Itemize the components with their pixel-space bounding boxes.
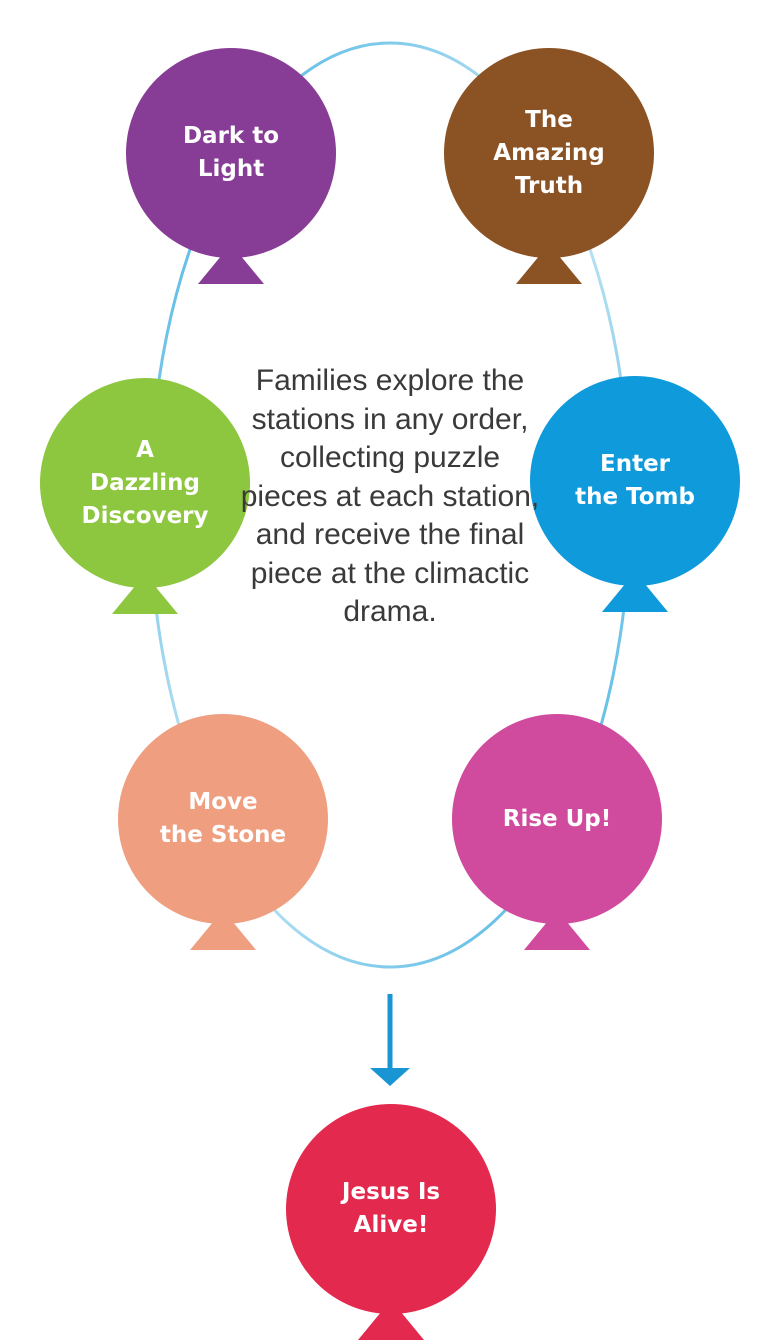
station-circle: A Dazzling Discovery xyxy=(40,378,250,588)
station-circle: Enter the Tomb xyxy=(530,376,740,586)
station-enter-the-tomb: Enter the Tomb xyxy=(530,376,740,612)
station-label: Enter the Tomb xyxy=(575,451,695,510)
balloon-knot xyxy=(524,910,590,950)
balloon-knot xyxy=(516,244,582,284)
balloon-knot xyxy=(190,910,256,950)
station-circle: Move the Stone xyxy=(118,714,328,924)
station-label: Rise Up! xyxy=(502,805,612,832)
station-move-the-stone: Move the Stone xyxy=(118,714,328,950)
station-label: Dark to Light xyxy=(182,123,280,182)
station-the-amazing-truth: The Amazing Truth xyxy=(444,48,654,284)
station-label: Move the Stone xyxy=(159,789,287,848)
station-rise-up: Rise Up! xyxy=(452,714,662,950)
station-label: The Amazing Truth xyxy=(493,106,605,199)
station-label: A Dazzling Discovery xyxy=(81,436,209,529)
station-circle: Dark to Light xyxy=(126,48,336,258)
arrow-down-icon xyxy=(370,994,410,1086)
balloon-knot xyxy=(198,244,264,284)
balloon-knot xyxy=(358,1300,424,1340)
station-a-dazzling-discovery: A Dazzling Discovery xyxy=(40,378,250,614)
finale-circle: Jesus Is Alive! xyxy=(286,1104,496,1314)
balloon-knot xyxy=(602,572,668,612)
station-dark-to-light: Dark to Light xyxy=(126,48,336,284)
station-circle: The Amazing Truth xyxy=(444,48,654,258)
description-text: Families explore the stations in any ord… xyxy=(240,364,540,628)
station-circle: Rise Up! xyxy=(452,714,662,924)
balloon-knot xyxy=(112,574,178,614)
finale-jesus-is-alive: Jesus Is Alive! xyxy=(286,1104,496,1340)
finale-label: Jesus Is Alive! xyxy=(341,1179,441,1238)
